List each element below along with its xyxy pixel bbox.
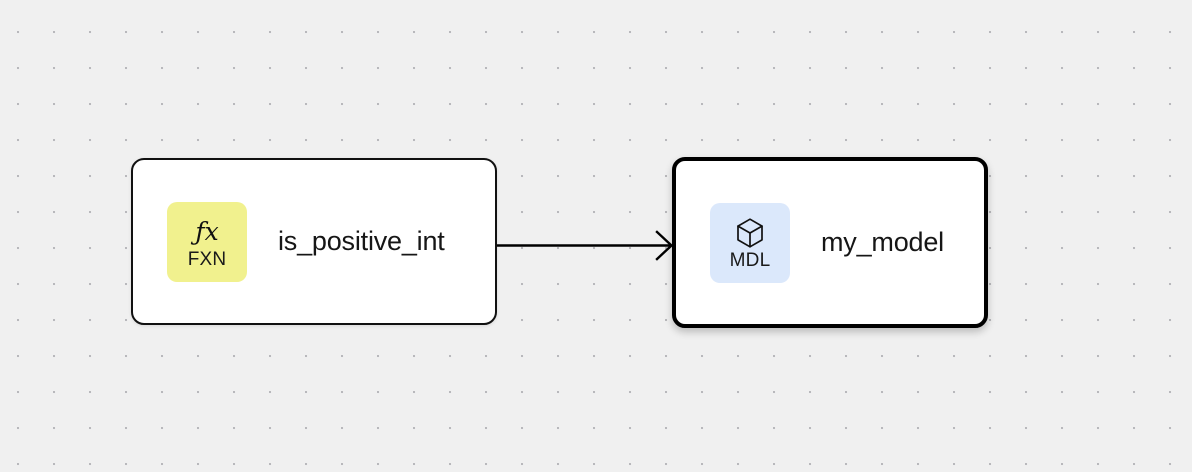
edge-arrowhead-icon [655,230,674,261]
cube-icon [735,216,765,250]
node-type-label: FXN [187,248,227,270]
node-type-badge-mdl: MDL [710,202,790,283]
node-is-positive-int[interactable]: ƒx FXN is_positive_int [131,158,497,325]
function-icon: ƒx [195,217,219,246]
node-type-badge-fxn: ƒx FXN [167,201,247,282]
node-my-model[interactable]: MDL my_model [672,157,988,328]
node-title: is_positive_int [278,226,445,256]
node-title: my_model [821,227,944,257]
edge-is-positive-int-to-my-model[interactable] [497,230,674,261]
node-type-label: MDL [729,249,771,271]
